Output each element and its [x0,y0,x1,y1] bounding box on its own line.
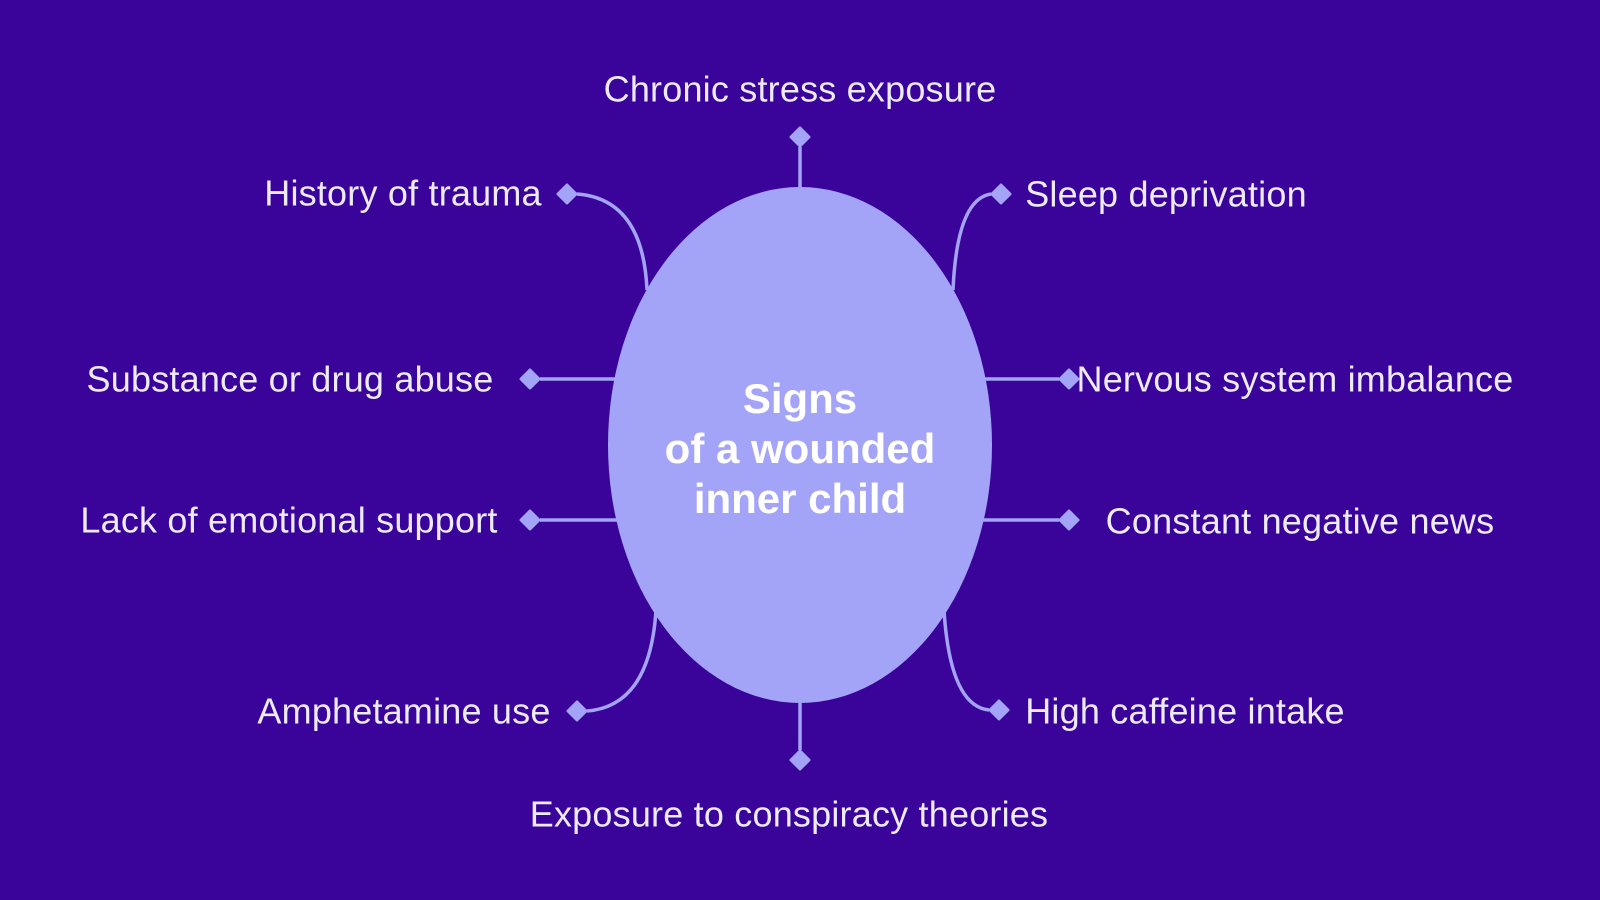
label-chronic-stress-exposure: Chronic stress exposure [603,68,997,110]
center-title-line-1: Signs [742,375,858,422]
center-title: Signs of a wounded inner child [665,374,936,524]
diamond-icon-middle-left [519,368,541,390]
diamond-markers [519,126,1080,771]
diamond-icon-upper-right [990,183,1012,205]
connector-bottom-right [942,609,990,712]
center-ellipse [608,187,992,703]
label-amphetamine-use: Amphetamine use [257,690,551,732]
center-title-line-3: inner child [693,475,907,522]
diamond-icon-bottom-right [988,699,1010,721]
label-exposure-to-conspiracy-theories: Exposure to conspiracy theories [529,793,1049,835]
label-substance-or-drug-abuse: Substance or drug abuse [86,358,494,400]
label-nervous-system-imbalance: Nervous system imbalance [1076,358,1514,400]
connector-upper-right [951,192,992,291]
connector-bottom-left [586,609,658,713]
label-sleep-deprivation: Sleep deprivation [1025,173,1307,215]
label-constant-negative-news: Constant negative news [1105,500,1495,542]
label-history-of-trauma: History of trauma [264,172,542,214]
diamond-icon-lower-middle-left [519,509,541,531]
diamond-icon-middle-right [1058,368,1080,390]
label-lack-of-emotional-support: Lack of emotional support [80,499,498,541]
center-title-line-2: of a wounded [664,425,936,472]
connector-upper-left [576,192,649,291]
diamond-icon-top [789,126,811,148]
label-high-caffeine-intake: High caffeine intake [1025,690,1345,732]
diamond-icon-lower-middle-right [1058,509,1080,531]
diamond-icon-bottom-left [566,700,588,722]
diamond-icon-upper-left [556,183,578,205]
connectors [540,147,1059,750]
diamond-icon-bottom [789,749,811,771]
